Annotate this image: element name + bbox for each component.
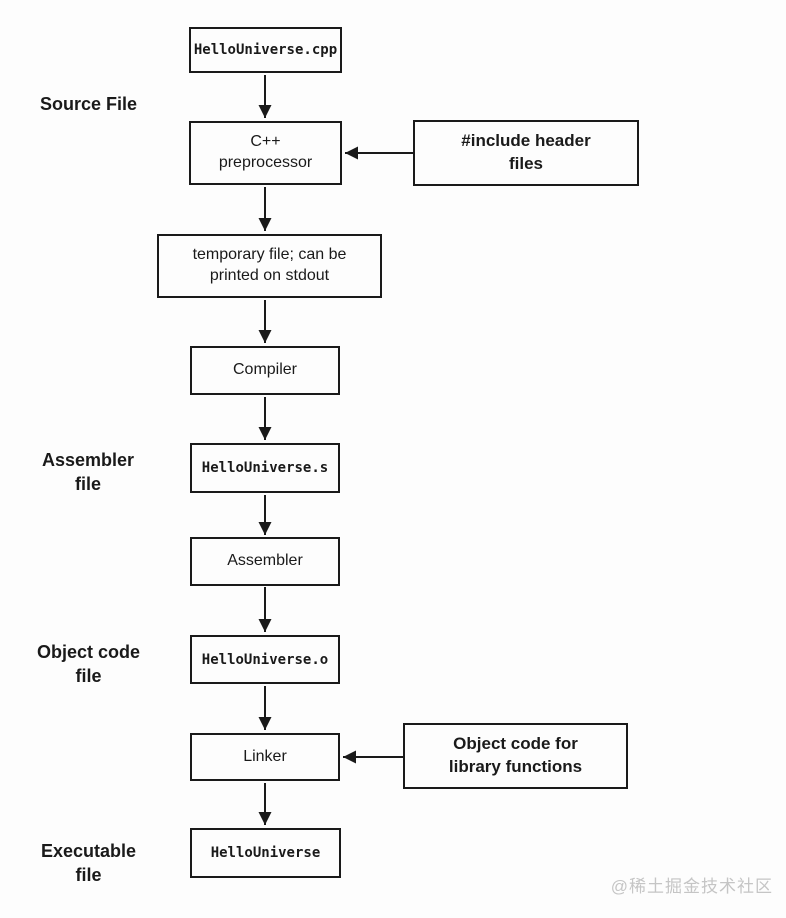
node-compiler: Compiler — [190, 346, 340, 395]
node-linker: Linker — [190, 733, 340, 781]
annotation-include-headers: #include header files — [413, 120, 639, 186]
label-object-code-file: Object code file — [36, 642, 141, 686]
label-assembler-file: Assembler file — [41, 450, 135, 494]
label-source-file: Source File — [39, 94, 138, 114]
node-assembler: Assembler — [190, 537, 340, 586]
node-source-file: HelloUniverse.cpp — [189, 27, 342, 73]
node-assembly-file: HelloUniverse.s — [190, 443, 340, 493]
label-executable-file: Executable file — [40, 841, 137, 885]
node-preprocessor: C++ preprocessor — [189, 121, 342, 185]
node-executable: HelloUniverse — [190, 828, 341, 878]
node-object-file: HelloUniverse.o — [190, 635, 340, 684]
node-temp-file: temporary file; can be printed on stdout — [157, 234, 382, 298]
annotation-library-objects: Object code for library functions — [403, 723, 628, 789]
watermark: @稀土掘金技术社区 — [610, 877, 773, 896]
